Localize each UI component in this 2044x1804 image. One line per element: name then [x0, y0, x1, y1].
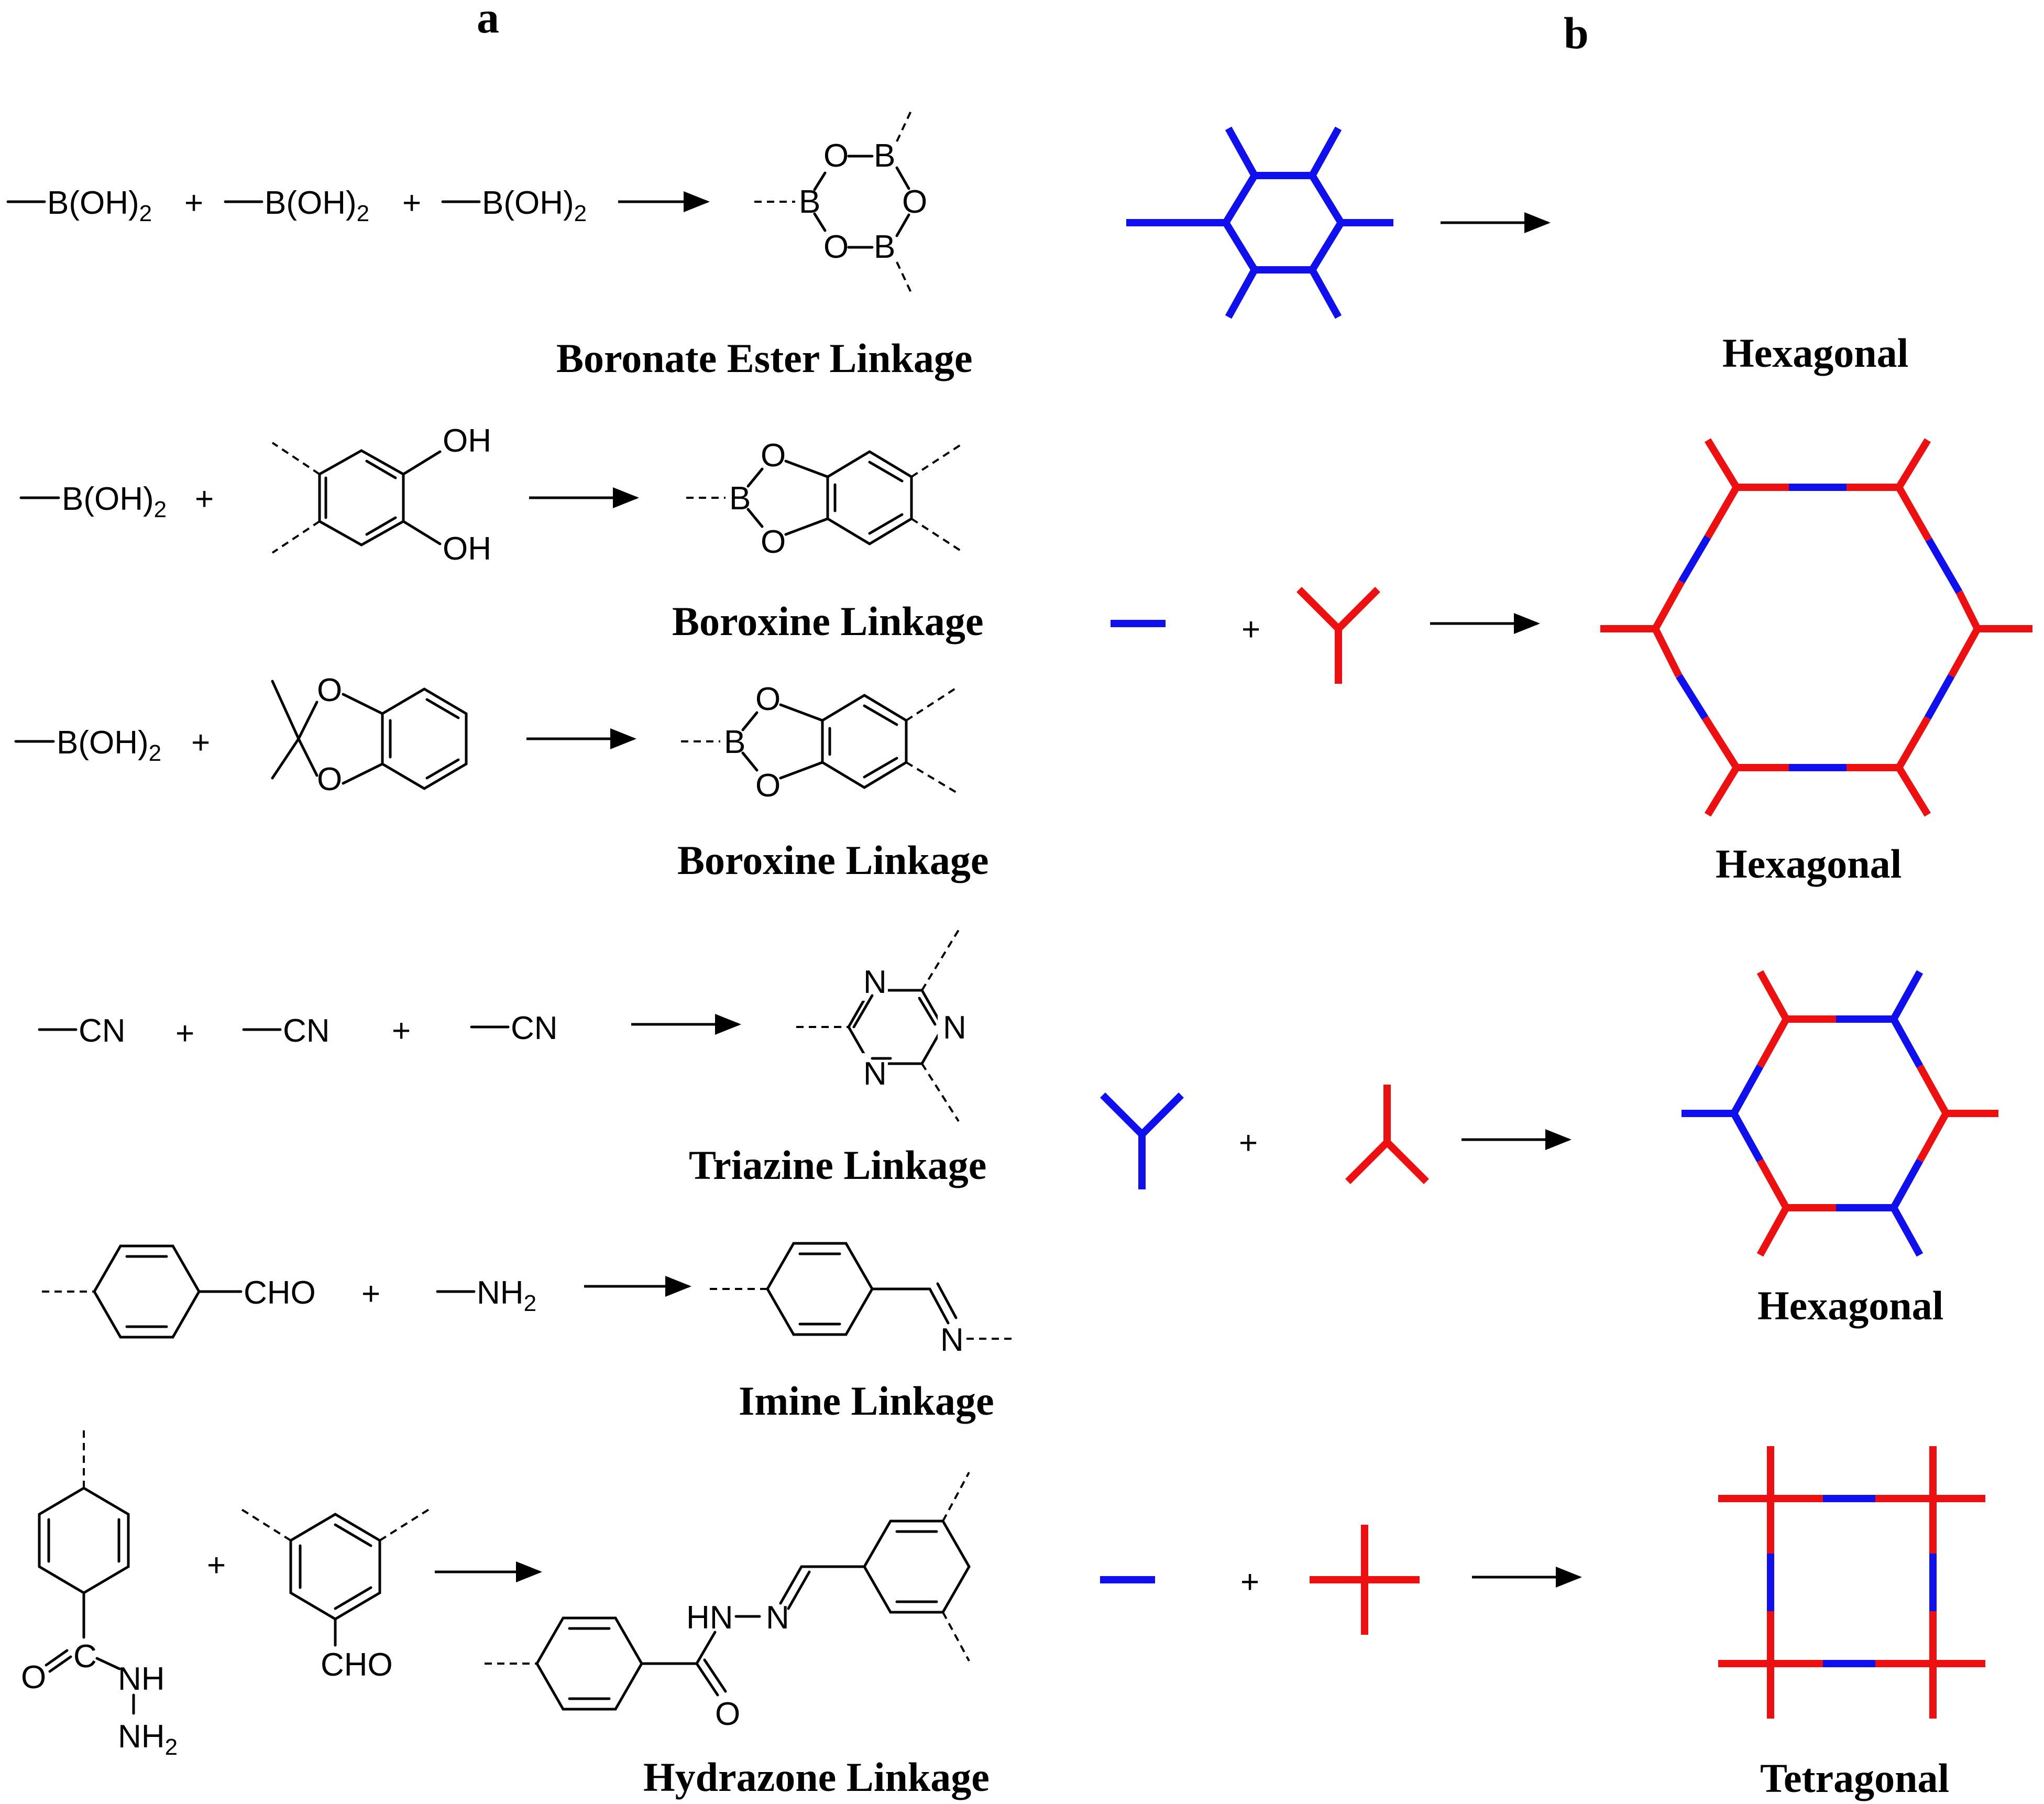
reagent-boronic-acid-1: B(OH)2 — [47, 185, 152, 226]
svg-text:B: B — [874, 229, 895, 265]
reagent-nitrile-1: CN — [79, 1013, 126, 1049]
svg-text:OH: OH — [443, 423, 491, 459]
imine-product: N — [710, 1242, 1014, 1358]
svg-text:O: O — [317, 672, 342, 708]
svg-text:NH2: NH2 — [118, 1719, 178, 1760]
topology-linear-plus-tetratopic: + Tetragonal — [1100, 1446, 1985, 1801]
benzaldehyde-ring — [93, 1244, 201, 1339]
svg-text:O: O — [761, 438, 786, 474]
reagent-boronic-acid-3: B(OH)2 — [482, 185, 587, 226]
reaction-hydrazone: C O NH NH2 + CHO — [21, 1430, 990, 1800]
svg-text:O: O — [715, 1696, 740, 1732]
panel-label-b: b — [1564, 8, 1589, 58]
reagent-nitrile-2: CN — [283, 1013, 330, 1049]
svg-text:O: O — [823, 138, 849, 174]
svg-text:N: N — [863, 964, 887, 1000]
reagent-boronic-acid-2: B(OH)2 — [265, 185, 369, 226]
hydrazide-reagent: C O NH NH2 — [21, 1430, 178, 1760]
boroxine-ring-product: B O B O B O — [754, 110, 927, 294]
tritopic-node-red — [1345, 1085, 1429, 1184]
boronate-ester-product: B O O — [686, 438, 965, 560]
svg-text:O: O — [761, 524, 786, 560]
svg-text:N: N — [766, 1600, 789, 1636]
topology-linear-plus-tritopic: + — [1111, 438, 2032, 887]
reaction-imine: CHO + NH2 N Imine Linkage — [42, 1242, 1014, 1424]
plus-sign: + — [191, 725, 210, 761]
svg-text:O: O — [755, 681, 781, 717]
caption-imine-linkage: Imine Linkage — [739, 1378, 994, 1424]
topology-tritopic-plus-tritopic: + Hexagonal — [1100, 970, 1998, 1328]
plus-sign: + — [195, 481, 214, 517]
hydrazone-product: O HN N — [485, 1472, 971, 1732]
panel-label-a: a — [477, 0, 499, 42]
svg-text:O: O — [902, 184, 927, 220]
caption-triazine-linkage: Triazine Linkage — [689, 1142, 986, 1188]
svg-text:C: C — [73, 1638, 97, 1675]
plus-sign: + — [392, 1013, 411, 1049]
aldehyde-group: CHO — [244, 1275, 316, 1311]
svg-text:B: B — [799, 184, 820, 220]
reagent-amine: NH2 — [477, 1275, 536, 1316]
reaction-nitrile-trimerisation: CN + CN + CN N N N Triazine Linkage — [38, 929, 986, 1188]
svg-text:CHO: CHO — [321, 1647, 393, 1683]
svg-text:B: B — [874, 138, 895, 174]
svg-text:O: O — [755, 768, 781, 804]
caption-boroxine-linkage-1: Boroxine Linkage — [672, 598, 983, 644]
plus-sign: + — [402, 185, 421, 221]
tritopic-node-blue — [1100, 1092, 1184, 1189]
plus-sign: + — [1239, 1125, 1258, 1161]
reaction-boronate-ester: B(OH)2 + B(OH)2 + B(OH)2 B O B O B O Bor… — [6, 110, 972, 381]
topology-label-hexagonal-2: Hexagonal — [1716, 841, 1902, 887]
hexagonal-lattice-red-blue — [1600, 438, 2032, 817]
topology-label-hexagonal-1: Hexagonal — [1722, 330, 1908, 376]
reaction-acetonide: B(OH)2 + O O B O O — [14, 672, 988, 883]
tetratopic-node-red — [1310, 1525, 1420, 1635]
svg-text:N: N — [940, 1322, 964, 1358]
plus-sign: + — [1241, 611, 1260, 648]
topology-label-tetragonal: Tetragonal — [1760, 1755, 1949, 1801]
topology-label-hexagonal-3: Hexagonal — [1757, 1283, 1943, 1328]
svg-text:O: O — [21, 1659, 46, 1696]
svg-text:OH: OH — [443, 531, 491, 567]
svg-text:HN: HN — [686, 1600, 733, 1636]
caption-hydrazone-linkage: Hydrazone Linkage — [643, 1754, 990, 1800]
reagent-boronic-acid: B(OH)2 — [57, 725, 161, 766]
plus-sign: + — [175, 1015, 194, 1052]
svg-text:N: N — [863, 1056, 887, 1092]
caption-boronate-ester-linkage: Boronate Ester Linkage — [556, 335, 972, 381]
catechol-reagent: OH OH — [271, 423, 491, 567]
plus-sign: + — [184, 185, 203, 221]
svg-text:NH: NH — [118, 1661, 165, 1697]
svg-text:O: O — [823, 229, 849, 265]
boronate-ester-product: B O O — [681, 681, 960, 804]
reaction-catechol: B(OH)2 + OH OH B O O — [19, 423, 983, 644]
reagent-nitrile-3: CN — [511, 1010, 558, 1046]
triazine-ring-product: N N N — [796, 929, 966, 1122]
reagent-boronic-acid: B(OH)2 — [62, 481, 167, 522]
hexagonal-lattice-alternating — [1682, 970, 1998, 1257]
tritopic-node-red — [1296, 587, 1380, 684]
svg-text:N: N — [943, 1010, 966, 1046]
tetragonal-lattice — [1718, 1446, 1985, 1719]
plus-sign: + — [207, 1547, 226, 1583]
hexagonal-lattice-blue — [1173, 126, 1393, 319]
svg-text:O: O — [317, 761, 342, 797]
caption-boroxine-linkage-2: Boroxine Linkage — [677, 837, 988, 883]
benzaldehyde-reagent: CHO — [240, 1508, 431, 1683]
plus-sign: + — [1240, 1564, 1259, 1600]
acetonide-reagent: O O — [271, 672, 468, 797]
topology-self-condensation: Hexagonal — [1126, 126, 1908, 376]
plus-sign: + — [361, 1276, 380, 1312]
